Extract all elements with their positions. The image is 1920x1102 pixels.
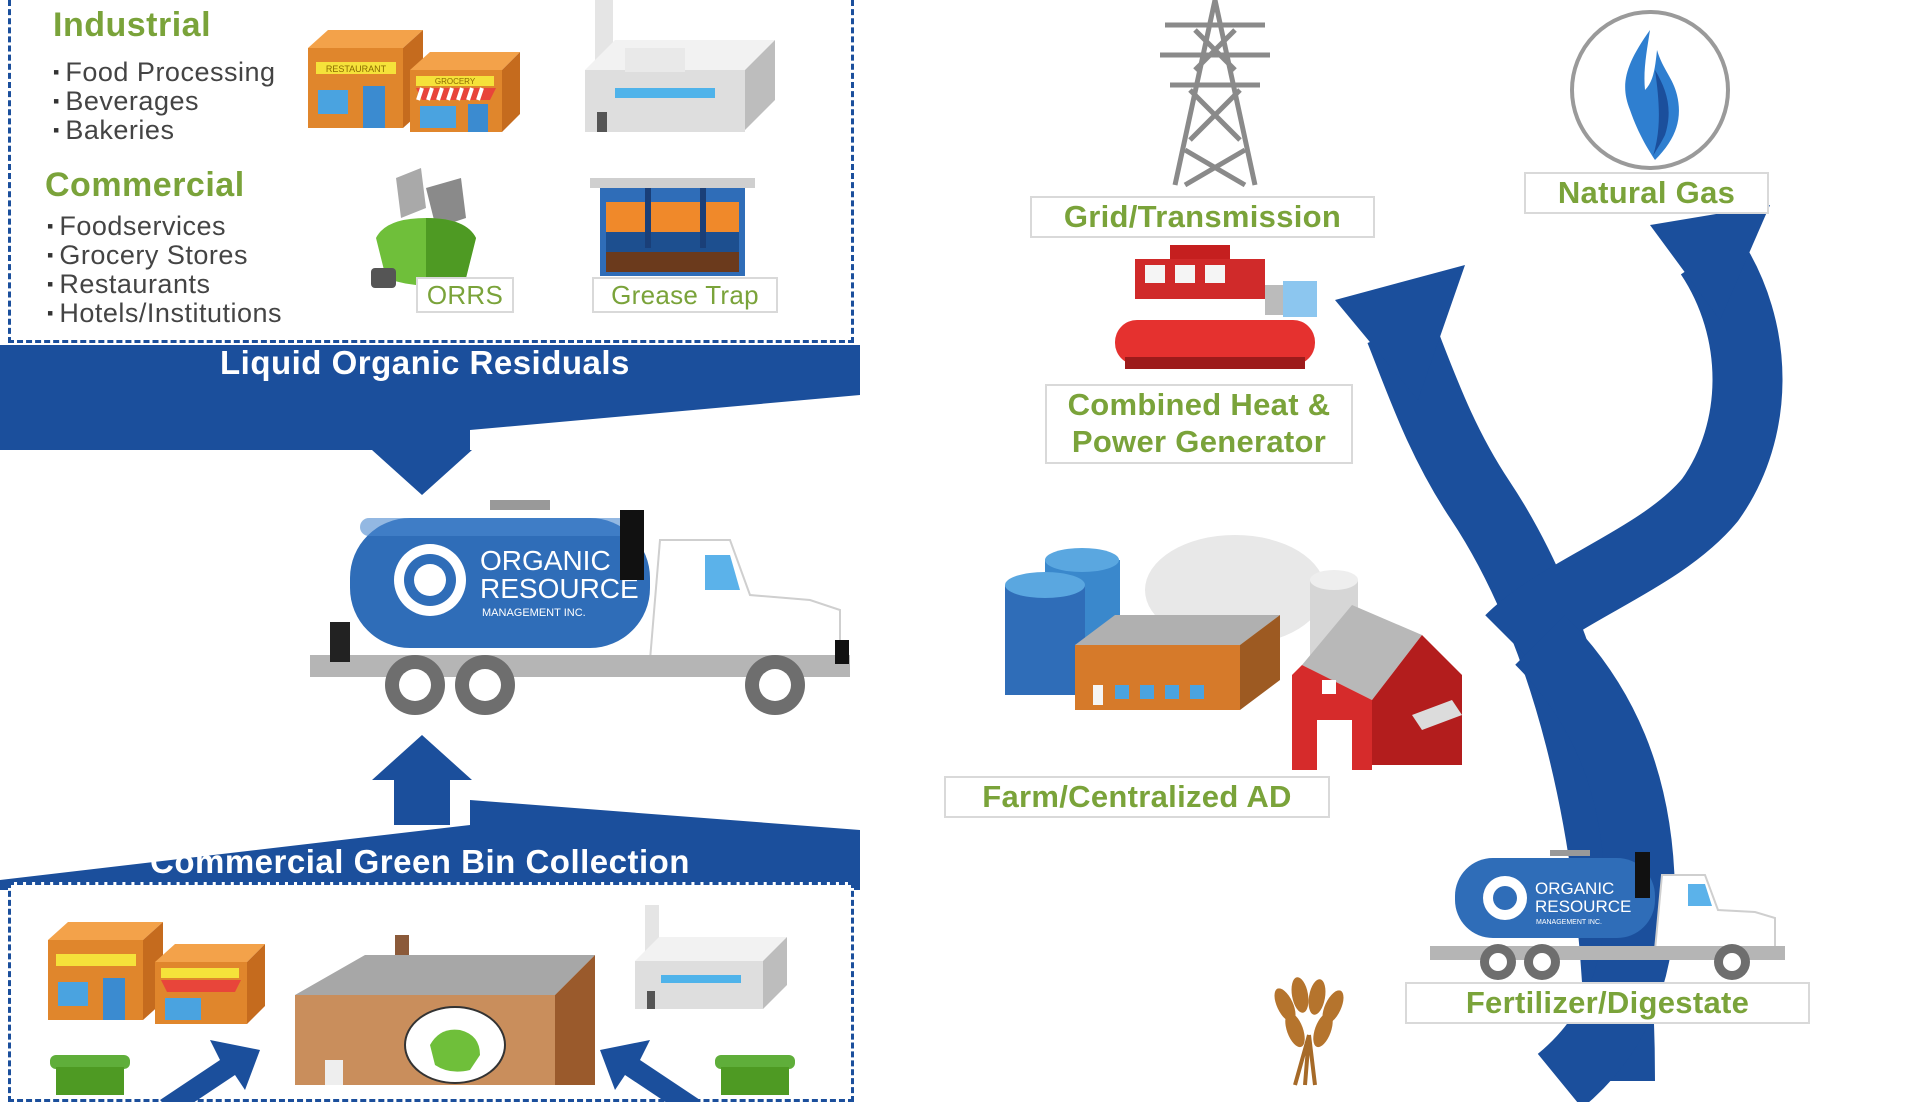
chp-generator-icon xyxy=(1115,245,1317,369)
grocery-building-icon: GROCERY xyxy=(410,52,520,132)
chp-label-line1: Combined Heat & xyxy=(1067,387,1331,422)
list-item: Grocery Stores xyxy=(47,241,282,270)
down-arrow-icon xyxy=(372,395,472,495)
restaurant-building-icon: RESTAURANT xyxy=(308,30,423,128)
truck-logo-line3: MANAGEMENT INC. xyxy=(482,607,586,619)
waste-facility-icon xyxy=(295,935,595,1085)
factory-icon xyxy=(635,905,787,1009)
list-item: Beverages xyxy=(53,87,276,116)
grease-trap-label: Grease Trap xyxy=(592,277,778,313)
tanker-truck-icon: ORGANIC RESOURCE MANAGEMENT INC. xyxy=(310,500,850,715)
truck-logo-line2: RESOURCE xyxy=(480,573,639,604)
bottom-funnel-banner xyxy=(0,800,860,890)
commercial-list: Foodservices Grocery Stores Restaurants … xyxy=(47,212,282,328)
restaurant-sign: RESTAURANT xyxy=(326,64,387,74)
grease-trap-icon xyxy=(590,178,755,276)
list-item: Restaurants xyxy=(47,270,282,299)
left-arrow-icon xyxy=(600,1040,700,1102)
svg-text:ORGANIC: ORGANIC xyxy=(1535,879,1614,898)
fertilizer-digestate-label: Fertilizer/Digestate xyxy=(1405,982,1810,1024)
industrial-list: Food Processing Beverages Bakeries xyxy=(53,58,276,145)
orrs-machine-icon xyxy=(371,168,476,288)
natural-gas-flame-icon xyxy=(1570,10,1730,170)
grid-transmission-label: Grid/Transmission xyxy=(1030,196,1375,238)
truck-logo-line1: ORGANIC xyxy=(480,545,611,576)
up-arrow-icon xyxy=(372,735,472,825)
green-bin-icon xyxy=(715,1055,795,1095)
grocery-building-icon xyxy=(155,944,265,1024)
barn-icon xyxy=(1292,605,1462,770)
transmission-tower-icon xyxy=(1160,0,1270,188)
biogas-plant-icon xyxy=(1005,535,1358,710)
liquid-organic-residuals-banner: Liquid Organic Residuals xyxy=(220,344,630,381)
wheat-icon xyxy=(1274,977,1344,1086)
chp-label: Combined Heat & Power Generator xyxy=(1045,384,1353,464)
list-item: Hotels/Institutions xyxy=(47,299,282,328)
svg-text:RESOURCE: RESOURCE xyxy=(1535,897,1631,916)
factory-icon xyxy=(585,0,775,132)
restaurant-building-icon xyxy=(48,922,163,1020)
commercial-green-bin-collection-banner: Commercial Green Bin Collection xyxy=(150,843,690,880)
tanker-truck-icon: ORGANIC RESOURCE MANAGEMENT INC. xyxy=(1430,850,1785,980)
right-arrow-icon xyxy=(160,1040,260,1102)
orrs-label: ORRS xyxy=(416,277,514,313)
list-item: Bakeries xyxy=(53,116,276,145)
list-item: Foodservices xyxy=(47,212,282,241)
list-item: Food Processing xyxy=(53,58,276,87)
chp-label-line2: Power Generator xyxy=(1071,424,1327,459)
grocery-sign: GROCERY xyxy=(435,77,476,86)
industrial-title: Industrial xyxy=(53,6,212,44)
commercial-title: Commercial xyxy=(45,166,245,204)
natural-gas-label: Natural Gas xyxy=(1524,172,1769,214)
green-bin-icon xyxy=(50,1055,130,1095)
farm-centralized-ad-label: Farm/Centralized AD xyxy=(944,776,1330,818)
svg-text:MANAGEMENT INC.: MANAGEMENT INC. xyxy=(1536,919,1602,926)
